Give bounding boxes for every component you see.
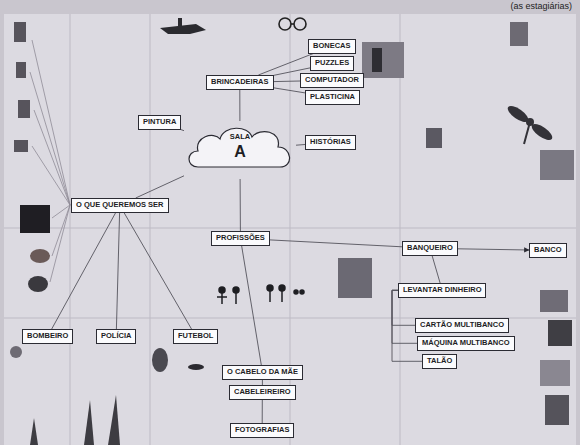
node-text: A: [184, 142, 296, 161]
connector-line: [181, 130, 184, 131]
node-text: O QUE QUEREMOS SER: [76, 201, 164, 210]
node-text: BRINCADEIRAS: [211, 78, 269, 87]
node-text: HISTÓRIAS: [310, 138, 351, 147]
connector-line: [136, 176, 184, 198]
connector-line: [458, 249, 529, 250]
connector-line: [262, 400, 263, 423]
connector-line: [239, 90, 240, 121]
connector-line: [116, 213, 119, 329]
concept-box: POLÍCIA: [96, 329, 136, 344]
connector-line: [274, 81, 301, 83]
concept-box: MÁQUINA MULTIBANCO: [417, 336, 515, 351]
node-text: PUZZLES: [315, 59, 349, 68]
concept-box: BANCO: [529, 243, 567, 258]
node-text: POLÍCIA: [101, 332, 131, 341]
node-text: FUTEBOL: [178, 332, 213, 341]
node-text: BANQUEIRO: [407, 244, 453, 253]
concept-box: CABELEIREIRO: [229, 385, 296, 400]
connector-line: [270, 240, 402, 247]
node-text: PINTURA: [143, 118, 176, 127]
concept-box: PINTURA: [138, 115, 181, 130]
concept-box: O CABELO DA MÃE: [222, 365, 303, 380]
connector-line: [296, 144, 305, 146]
connector-line: [242, 246, 262, 365]
concept-box: BRINCADEIRAS: [206, 75, 274, 90]
node-text: CARTÃO MULTIBANCO: [420, 321, 504, 330]
connector-line: [274, 88, 306, 93]
node-text: CABELEIREIRO: [234, 388, 291, 397]
node-text: FOTOGRAFIAS: [235, 426, 289, 435]
cloud-node: SALAA: [184, 121, 296, 179]
concept-box: O QUE QUEREMOS SER: [71, 198, 169, 213]
concept-box: PUZZLES: [310, 56, 354, 71]
node-text: LEVANTAR DINHEIRO: [403, 286, 481, 295]
node-text: PROFISSÕES: [216, 234, 265, 243]
node-text: PLASTICINA: [310, 93, 355, 102]
concept-box: BONECAS: [308, 39, 356, 54]
concept-box: BOMBEIRO: [22, 329, 73, 344]
concept-box: FOTOGRAFIAS: [230, 423, 294, 438]
concept-box: BANQUEIRO: [402, 241, 458, 256]
concept-box: TALÃO: [422, 354, 457, 369]
node-text: MÁQUINA MULTIBANCO: [422, 339, 510, 348]
concept-box: FUTEBOL: [173, 329, 218, 344]
node-text: SALA: [184, 121, 296, 142]
connector-line: [258, 54, 313, 75]
node-text: O CABELO DA MÃE: [227, 368, 298, 377]
node-text: TALÃO: [427, 357, 452, 366]
concept-box: HISTÓRIAS: [305, 135, 356, 150]
concept-box: PROFISSÕES: [211, 231, 270, 246]
concept-box: PLASTICINA: [305, 90, 360, 105]
connector-line: [124, 213, 192, 329]
concept-box: CARTÃO MULTIBANCO: [415, 318, 509, 333]
node-text: BOMBEIRO: [27, 332, 68, 341]
caption-note: (as estagiárias): [510, 1, 572, 11]
connector-line: [52, 213, 116, 329]
connector-line: [432, 256, 440, 283]
connector-line: [240, 179, 241, 231]
node-text: BONECAS: [313, 42, 351, 51]
connector-line: [392, 290, 417, 343]
node-text: COMPUTADOR: [305, 76, 359, 85]
node-text: BANCO: [534, 246, 562, 255]
concept-box: COMPUTADOR: [300, 73, 364, 88]
concept-box: LEVANTAR DINHEIRO: [398, 283, 486, 298]
